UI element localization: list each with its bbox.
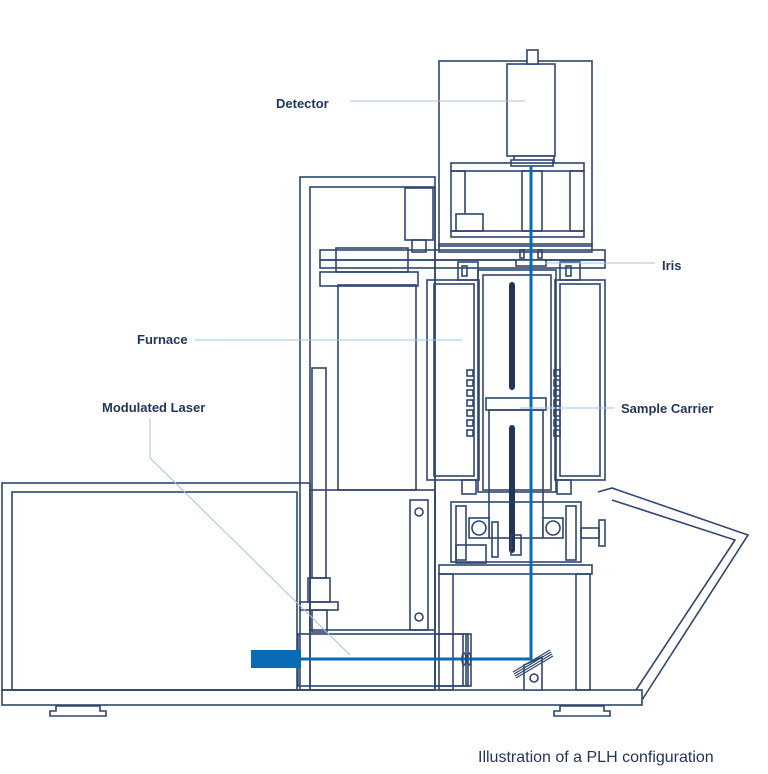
furnace xyxy=(426,261,606,553)
side-enclosure xyxy=(597,487,750,701)
caption: Illustration of a PLH configuration xyxy=(478,749,714,766)
label-modulated-laser: Modulated Laser xyxy=(102,400,206,415)
laser-beam xyxy=(251,166,554,679)
detector-housing xyxy=(438,49,593,267)
label-furnace: Furnace xyxy=(137,332,188,347)
modulated-laser-source xyxy=(251,650,301,668)
sample-mount xyxy=(438,501,606,691)
label-sample-carrier: Sample Carrier xyxy=(621,401,714,416)
platform xyxy=(319,187,606,287)
mirror xyxy=(512,649,554,679)
heater-coils xyxy=(466,369,561,437)
label-iris: Iris xyxy=(662,258,682,273)
label-detector: Detector xyxy=(276,96,329,111)
base-plate xyxy=(1,689,643,717)
frame xyxy=(297,176,472,691)
leader-lines xyxy=(149,100,655,656)
